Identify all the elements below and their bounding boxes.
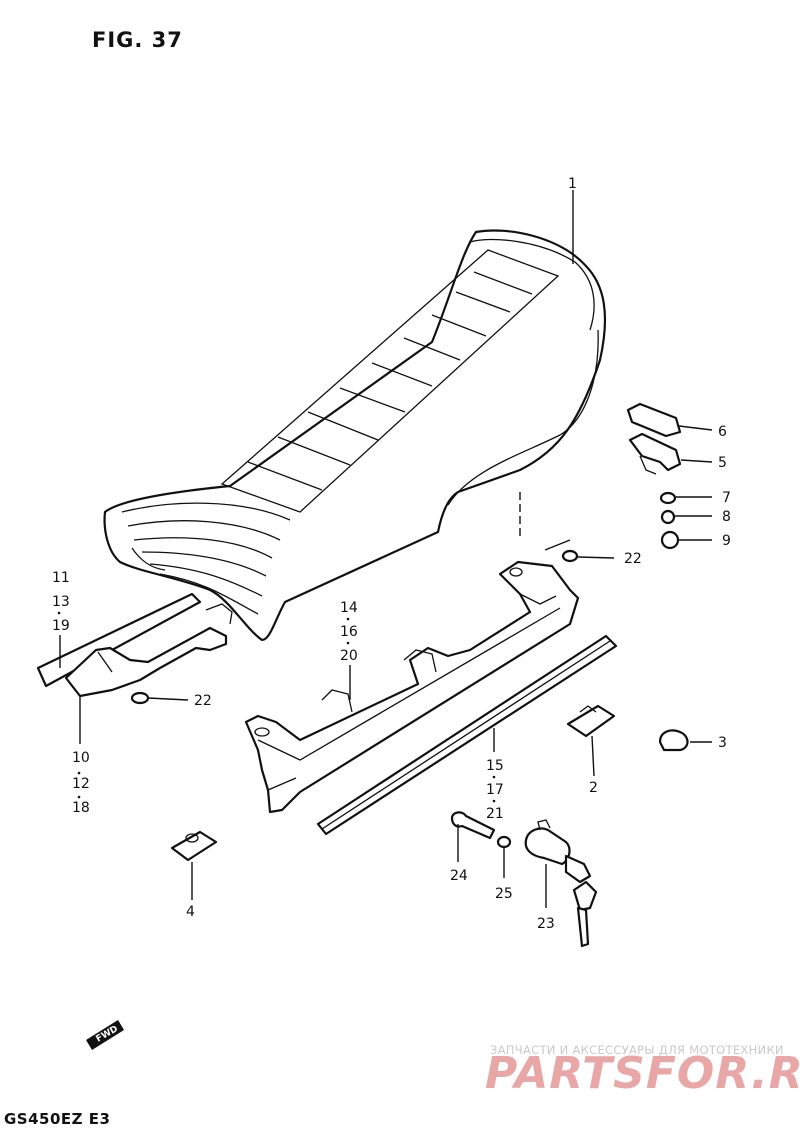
part-9-cap-nut xyxy=(660,530,680,550)
callout-15: 15 xyxy=(486,758,504,774)
callout-21: 21 xyxy=(486,806,504,822)
callout-22-right: 22 xyxy=(624,551,642,567)
part-3-cap xyxy=(658,729,689,752)
callout-6: 6 xyxy=(718,424,727,440)
forward-arrow-icon: FWD xyxy=(86,1020,124,1050)
callout-4: 4 xyxy=(186,904,195,920)
callout-19: 19 xyxy=(52,618,70,634)
callout-11: 11 xyxy=(52,570,70,586)
callout-16: 16 xyxy=(340,624,358,640)
part-4-block xyxy=(170,830,218,862)
part-2-block xyxy=(566,704,616,738)
watermark-logo: PARTSFOR.RU xyxy=(485,1048,800,1099)
small-parts xyxy=(130,402,689,948)
callout-12: 12 xyxy=(72,776,90,792)
seat-base-pan xyxy=(244,560,580,814)
part-6-plate xyxy=(626,402,682,438)
seat-assembly xyxy=(103,229,607,642)
callout-2: 2 xyxy=(589,780,598,796)
part-23-lock xyxy=(524,827,571,866)
callout-10: 10 xyxy=(72,750,90,766)
callout-20: 20 xyxy=(340,648,358,664)
callout-7: 7 xyxy=(722,490,731,506)
part-22-left xyxy=(130,691,150,705)
callout-8: 8 xyxy=(722,509,731,525)
callout-22-left: 22 xyxy=(194,693,212,709)
seat-hinge-bracket xyxy=(36,592,233,698)
model-code: GS450EZ E3 xyxy=(4,1110,111,1128)
callout-13: 13 xyxy=(52,594,70,610)
callout-9: 9 xyxy=(722,533,731,549)
callout-18: 18 xyxy=(72,800,90,816)
callout-5: 5 xyxy=(718,455,727,471)
callout-labels: 1 6 5 7 8 9 22 22 3 2 4 11 13 19 10 12 1… xyxy=(52,176,731,932)
callout-1: 1 xyxy=(568,176,577,192)
part-5-hook xyxy=(628,432,682,472)
part-8-nut xyxy=(660,509,676,525)
callout-14: 14 xyxy=(340,600,358,616)
watermark-subtitle: ЗАПЧАСТИ И АКСЕССУАРЫ ДЛЯ МОТОТЕХНИКИ xyxy=(490,1043,784,1057)
part-25-washer xyxy=(496,835,512,849)
callout-25: 25 xyxy=(495,886,513,902)
figure-title: FIG. 37 xyxy=(92,28,183,52)
callout-24: 24 xyxy=(450,868,468,884)
part-7-washer xyxy=(659,491,677,505)
leader-lines xyxy=(59,190,713,908)
callout-23: 23 xyxy=(537,916,555,932)
part-24-bolt xyxy=(450,811,496,840)
callout-17: 17 xyxy=(486,782,504,798)
trim-strip xyxy=(316,634,618,836)
callout-3: 3 xyxy=(718,735,727,751)
part-22-right xyxy=(561,549,579,563)
